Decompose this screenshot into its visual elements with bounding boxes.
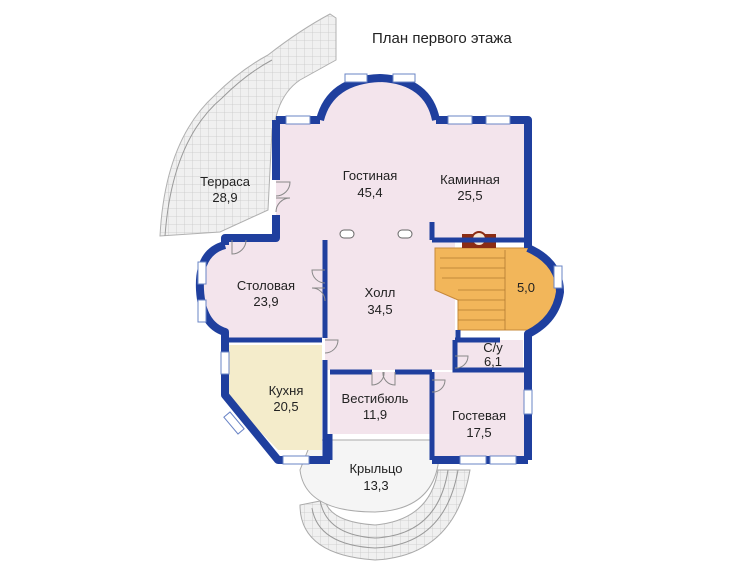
room-area-vestibule: 11,9 bbox=[363, 407, 387, 422]
terrace-area bbox=[159, 13, 337, 237]
porch-steps bbox=[299, 469, 471, 561]
room-labels: Терраса 28,9 Гостиная 45,4 Каминная 25,5… bbox=[200, 168, 535, 493]
room-name-porch: Крыльцо bbox=[349, 461, 402, 476]
room-name-wc: С/у bbox=[483, 340, 503, 355]
room-name-dining: Столовая bbox=[237, 278, 295, 293]
stair-treads bbox=[440, 250, 506, 330]
room-area-dining: 23,9 bbox=[253, 294, 278, 309]
room-area-kitchen: 20,5 bbox=[273, 399, 298, 414]
room-name-vestibule: Вестибюль bbox=[342, 391, 409, 406]
interior-walls bbox=[228, 222, 528, 460]
room-area-terrace: 28,9 bbox=[212, 190, 237, 205]
room-name-guest: Гостевая bbox=[452, 408, 506, 423]
terrace-step-line bbox=[164, 59, 273, 237]
room-area-porch: 13,3 bbox=[363, 478, 388, 493]
room-area-fireplace-room: 25,5 bbox=[457, 188, 482, 203]
room-name-fireplace-room: Каминная bbox=[440, 172, 500, 187]
room-area-wc: 6,1 bbox=[484, 354, 502, 369]
room-area-staircase: 5,0 bbox=[517, 280, 535, 295]
porch-step-1 bbox=[311, 469, 459, 549]
porch-step-2 bbox=[319, 469, 449, 539]
room-fills bbox=[199, 78, 530, 460]
room-area-living: 45,4 bbox=[357, 185, 382, 200]
doors bbox=[231, 181, 469, 393]
room-name-hall: Холл bbox=[365, 285, 396, 300]
columns bbox=[339, 229, 413, 239]
plan-title: План первого этажа bbox=[372, 30, 512, 47]
windows bbox=[197, 73, 563, 465]
room-area-hall: 34,5 bbox=[367, 302, 392, 317]
room-name-terrace: Терраса bbox=[200, 174, 251, 189]
porch-platform bbox=[299, 439, 439, 513]
room-area-guest: 17,5 bbox=[466, 425, 491, 440]
room-name-living: Гостиная bbox=[343, 168, 398, 183]
room-name-kitchen: Кухня bbox=[269, 383, 304, 398]
